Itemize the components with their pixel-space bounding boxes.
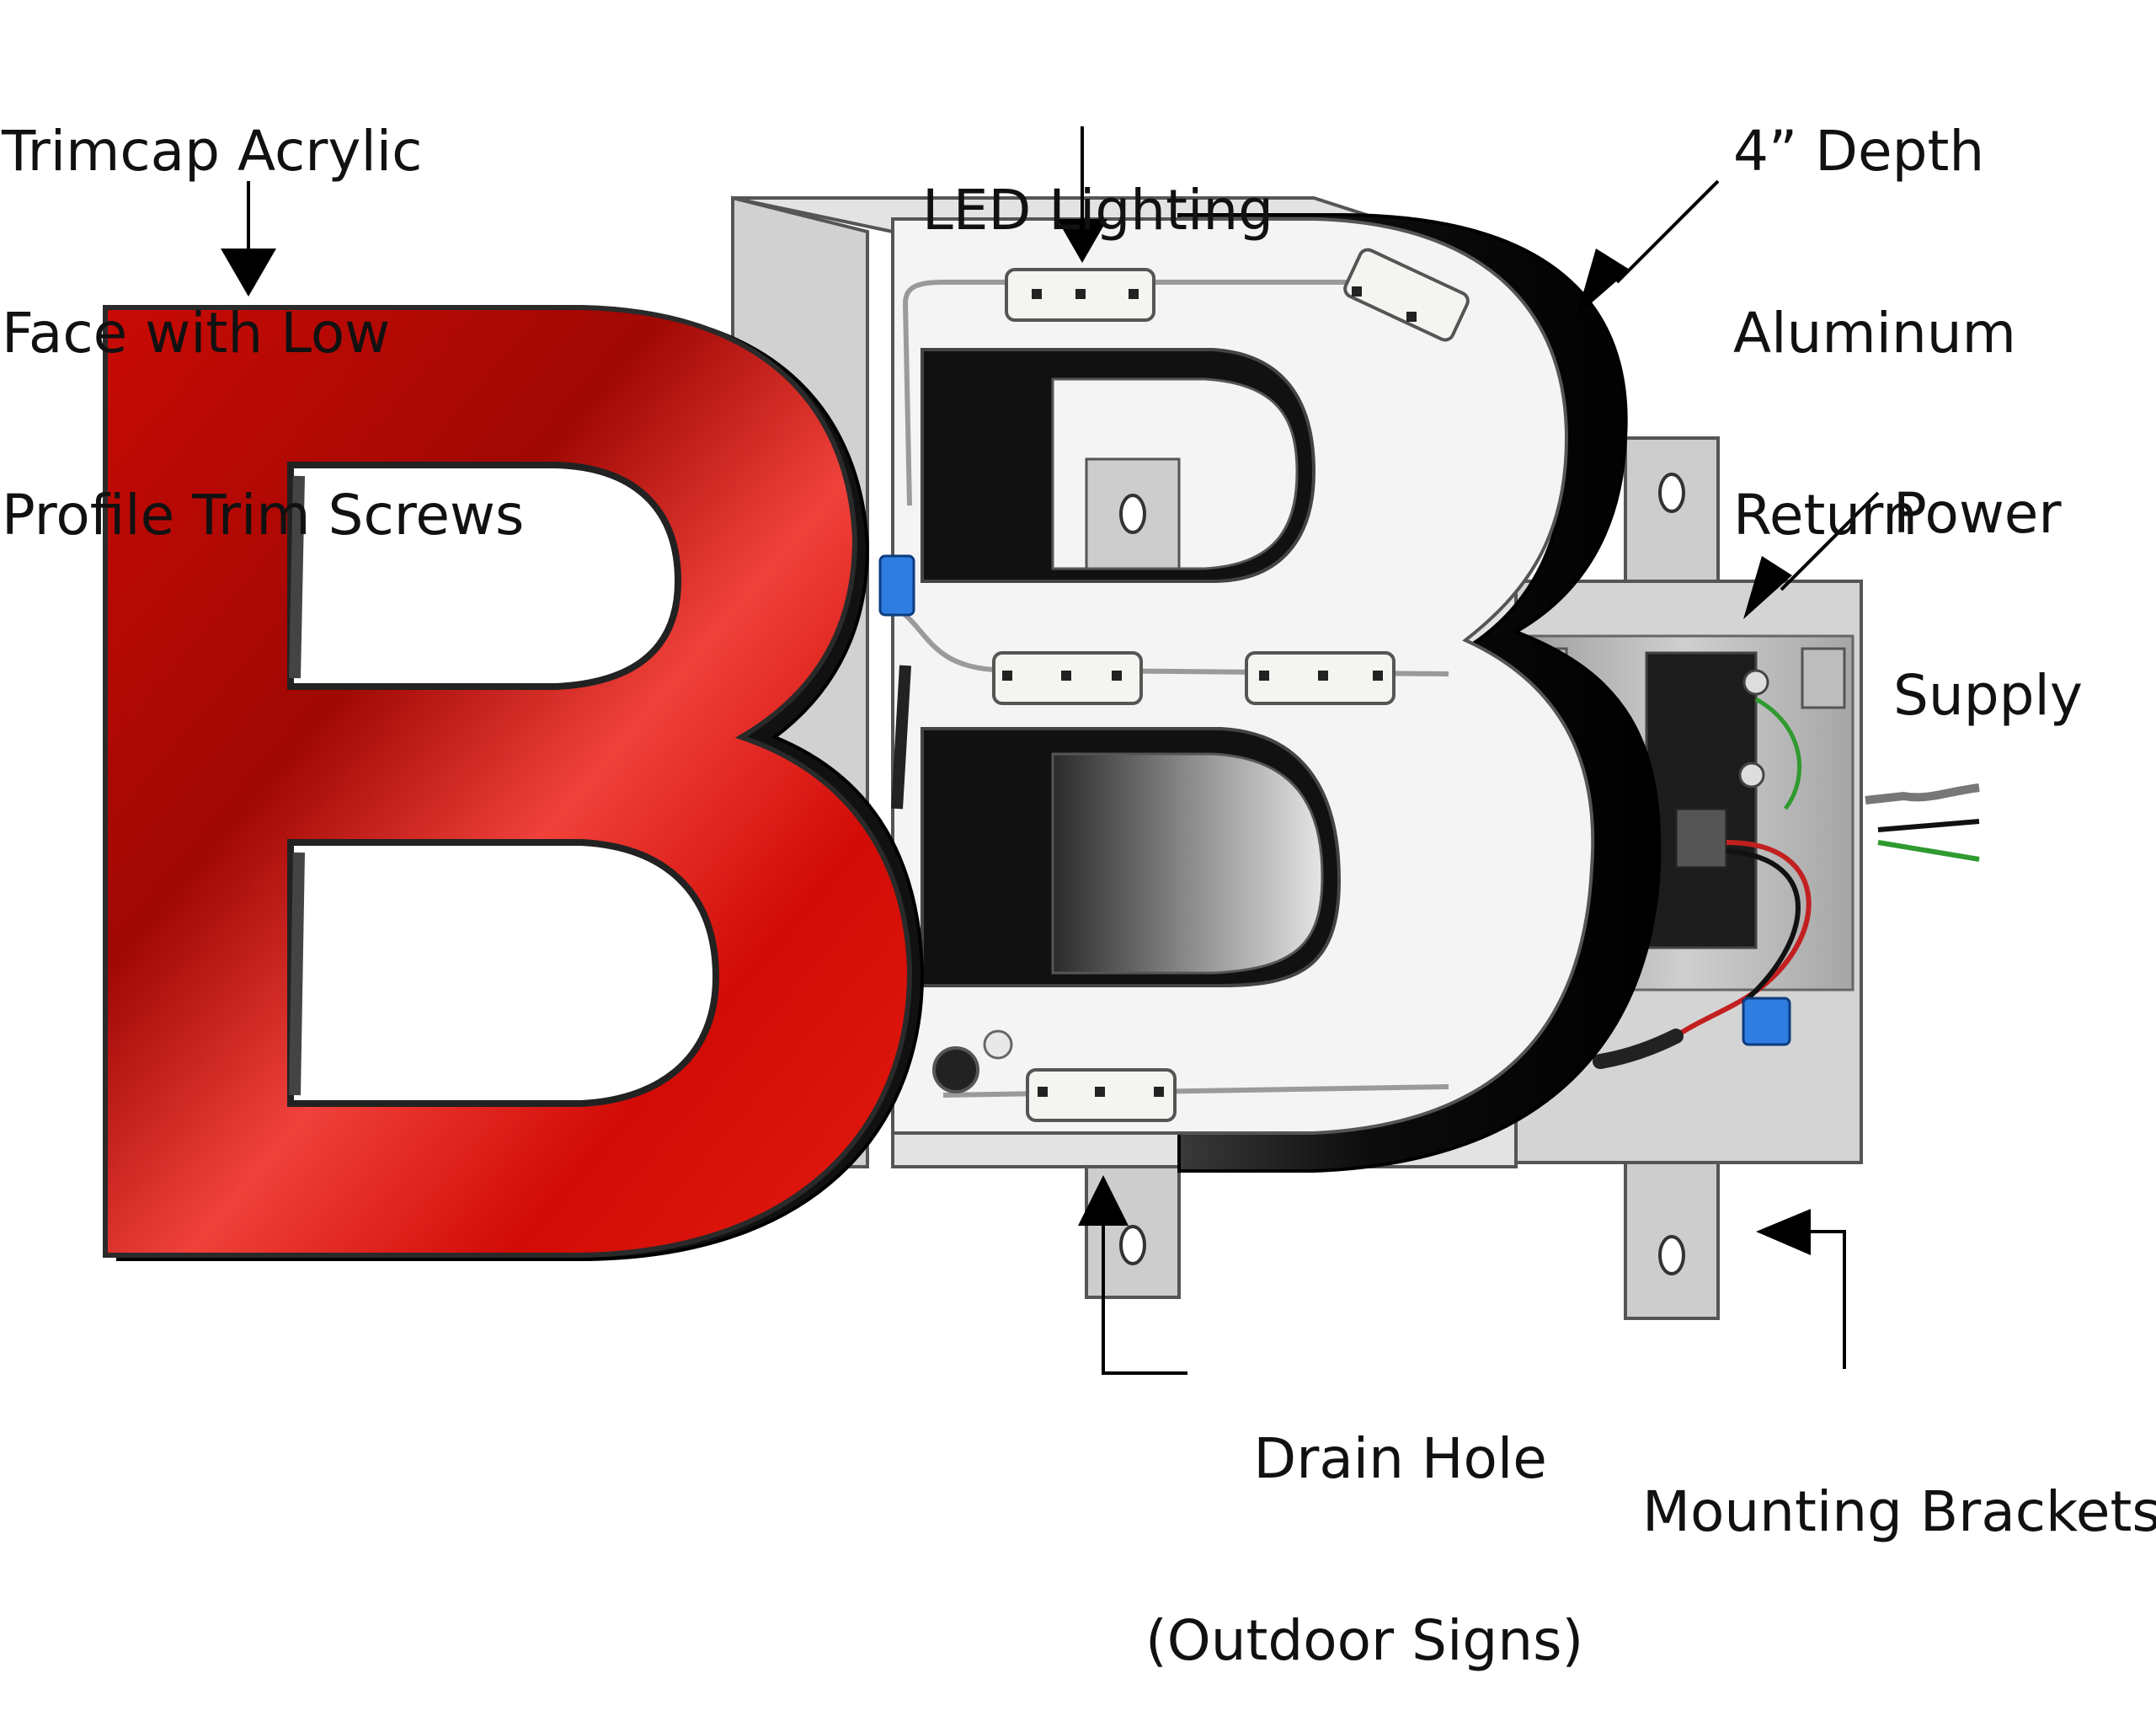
arrow-down-icon [1057, 219, 1107, 263]
led-module-bottom [1026, 1068, 1177, 1122]
label-line: Mounting Brackets [1642, 1479, 2156, 1544]
arrows [221, 126, 1880, 1375]
aluminum-return-letter [1177, 213, 1662, 1173]
channel-letter-diagram [103, 126, 1980, 1375]
drain-hole-icon [932, 1029, 1013, 1093]
label-line: LED Lighting [922, 178, 1274, 243]
connector-blue-icon [1742, 997, 1791, 1046]
arrow-down-icon [221, 249, 276, 297]
label-line: 4” Depth [1733, 119, 1985, 184]
led-module-middle-left [992, 651, 1143, 705]
arrow-left-icon [1756, 1209, 1811, 1255]
label-line: Aluminum [1733, 301, 2016, 366]
label-line: Trimcap Acrylic [2, 119, 423, 184]
led-module-middle-right [1245, 651, 1396, 705]
power-supply-terminals [1593, 669, 1980, 1069]
trimcap-acrylic-face-letter [103, 305, 925, 1261]
label-line: Profile Trim Screws [2, 483, 525, 548]
led-module-top-right [1343, 248, 1470, 342]
led-module-top [1005, 268, 1155, 322]
label-trimcap: Trimcap Acrylic Face with Low Profile Tr… [2, 0, 524, 607]
label-line: Face with Low [2, 301, 391, 366]
letter-interior [878, 217, 1595, 1135]
label-line: Return [1733, 483, 1919, 548]
label-drain-hole: Drain Hole (Outdoor Signs) [1145, 1307, 1583, 1732]
label-mounting-brackets: Mounting Brackets [1642, 1360, 2156, 1603]
label-line: Power [1893, 481, 2062, 546]
label-led-lighting: LED Lighting [922, 59, 1273, 302]
label-depth-return: 4” Depth Aluminum Return [1733, 0, 2016, 607]
arrow-diagonal-icon [1743, 556, 1792, 619]
arrow-diagonal-icon [1577, 249, 1630, 316]
label-power-supply: Power Supply [1893, 362, 2083, 787]
label-line: (Outdoor Signs) [1145, 1608, 1584, 1673]
label-line: Drain Hole [1253, 1426, 1547, 1491]
arrow-up-icon [1078, 1175, 1129, 1226]
label-line: Supply [1893, 663, 2083, 728]
mounting-bracket-bottom-right [1624, 1161, 1720, 1320]
mounting-bracket-top-right [1624, 436, 1720, 591]
